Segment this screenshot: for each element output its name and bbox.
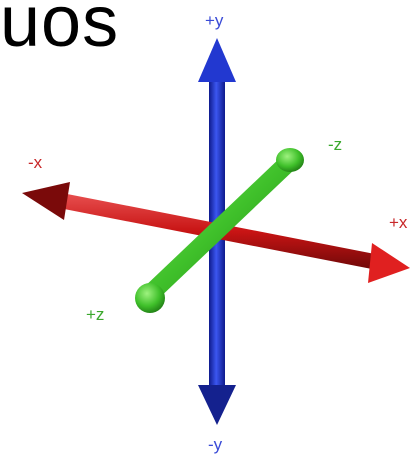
y-positive-label: +y	[205, 11, 224, 30]
x-negative-label: -x	[28, 153, 43, 172]
z-positive-label: +z	[86, 305, 104, 324]
y-negative-label: -y	[208, 435, 223, 454]
x-positive-label: +x	[389, 213, 408, 232]
z-negative-label: -z	[328, 135, 342, 154]
z-axis-negative-end	[276, 148, 304, 172]
y-axis-positive-arrowhead	[198, 38, 236, 82]
x-axis-positive-arrowhead	[368, 243, 410, 283]
y-axis-negative-arrowhead	[198, 385, 236, 425]
z-axis-positive-end	[135, 283, 165, 313]
x-axis-negative-arrowhead	[22, 182, 70, 220]
